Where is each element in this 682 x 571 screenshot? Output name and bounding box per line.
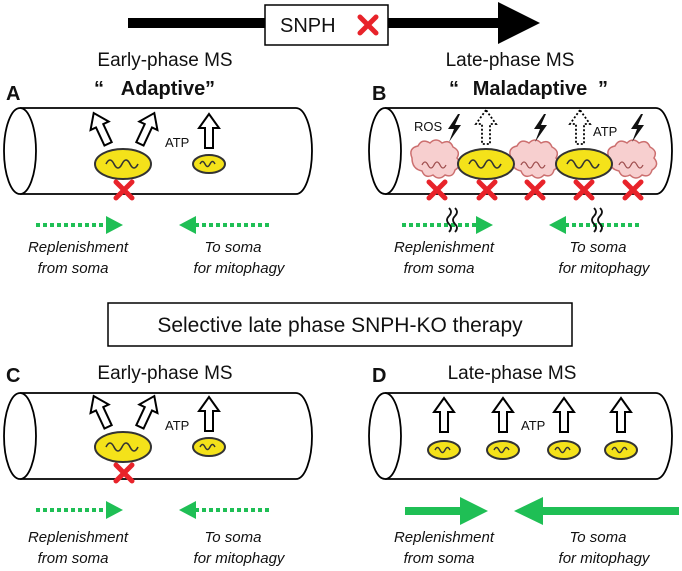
panel-a: A Early-phase MS “ Adaptive ” ATP Replen…: [3, 50, 313, 277]
caption-right-line1: To soma: [570, 239, 627, 256]
axon-cylinder: [3, 107, 313, 195]
caption-right-line1: To soma: [570, 529, 627, 546]
mitochondrion-icon: [555, 148, 613, 180]
left-arrow-icon: [179, 216, 196, 234]
header: SNPH: [128, 2, 540, 46]
mitochondrion-icon: [604, 440, 638, 460]
right-arrow-icon: [476, 216, 493, 234]
panel-letter: A: [6, 83, 20, 105]
atp-label: ATP: [521, 418, 545, 433]
quote-close: ”: [598, 78, 608, 100]
panel-title: Early-phase MS: [97, 363, 232, 384]
left-arrow-icon: [179, 501, 196, 519]
panel-d: D Late-phase MS ATP Replenishment from s…: [368, 363, 679, 567]
therapy-box: Selective late phase SNPH-KO therapy: [107, 302, 573, 347]
quote-close: ”: [205, 78, 215, 100]
caption-right-line2: for mitophagy: [194, 260, 286, 277]
right-arrow-icon: [498, 2, 540, 44]
caption-left-line2: from soma: [38, 260, 109, 277]
panel-letter: B: [372, 83, 386, 105]
right-arrow-icon: [106, 501, 123, 519]
left-arrow-icon: [514, 497, 543, 525]
atp-label: ATP: [593, 124, 617, 139]
right-arrow-icon: [460, 497, 488, 525]
panel-title: Late-phase MS: [448, 363, 577, 384]
wavy-break-icon: [591, 207, 603, 233]
axon-cylinder: [368, 392, 673, 480]
wavy-break-icon: [446, 207, 458, 233]
green-solid-arrow-shaft: [405, 507, 463, 515]
right-arrow-icon: [106, 216, 123, 234]
therapy-label: Selective late phase SNPH-KO therapy: [157, 314, 523, 337]
caption-right-line1: To soma: [205, 239, 262, 256]
mitochondrion-icon: [94, 148, 152, 180]
green-solid-arrow-shaft: [540, 507, 679, 515]
snph-label: SNPH: [280, 15, 336, 37]
caption-right-line2: for mitophagy: [194, 550, 286, 567]
caption-right-line1: To soma: [205, 529, 262, 546]
panel-letter: C: [6, 365, 20, 387]
caption-left-line1: Replenishment: [28, 529, 129, 546]
mitochondrion-icon: [427, 440, 461, 460]
mitochondrion-icon: [486, 440, 520, 460]
mitochondrion-icon: [457, 148, 515, 180]
quote-open: “: [94, 78, 104, 100]
panel-title: Early-phase MS: [97, 50, 232, 71]
mitochondrion-icon: [192, 437, 226, 457]
ros-label: ROS: [414, 119, 443, 134]
caption-left-line2: from soma: [404, 550, 475, 567]
panel-b: B Late-phase MS “ Maladaptive ” ROS ATP …: [368, 50, 673, 277]
caption-left-line2: from soma: [38, 550, 109, 567]
panel-subtitle: Adaptive: [121, 78, 205, 100]
left-arrow-icon: [549, 216, 566, 234]
caption-left-line1: Replenishment: [394, 239, 495, 256]
caption-left-line1: Replenishment: [394, 529, 495, 546]
axon-cylinder: [3, 392, 313, 480]
quote-open: “: [449, 78, 459, 100]
caption-left-line2: from soma: [404, 260, 475, 277]
caption-right-line2: for mitophagy: [559, 550, 651, 567]
mitochondrion-icon: [94, 431, 152, 463]
panel-c: C Early-phase MS ATP Replenishment from …: [3, 363, 313, 567]
atp-label: ATP: [165, 135, 189, 150]
panel-letter: D: [372, 365, 386, 387]
caption-right-line2: for mitophagy: [559, 260, 651, 277]
caption-left-line1: Replenishment: [28, 239, 129, 256]
mitochondrion-icon: [547, 440, 581, 460]
panel-subtitle: Maladaptive: [473, 78, 587, 100]
mitochondrion-icon: [192, 154, 226, 174]
panel-title: Late-phase MS: [446, 50, 575, 71]
atp-label: ATP: [165, 418, 189, 433]
